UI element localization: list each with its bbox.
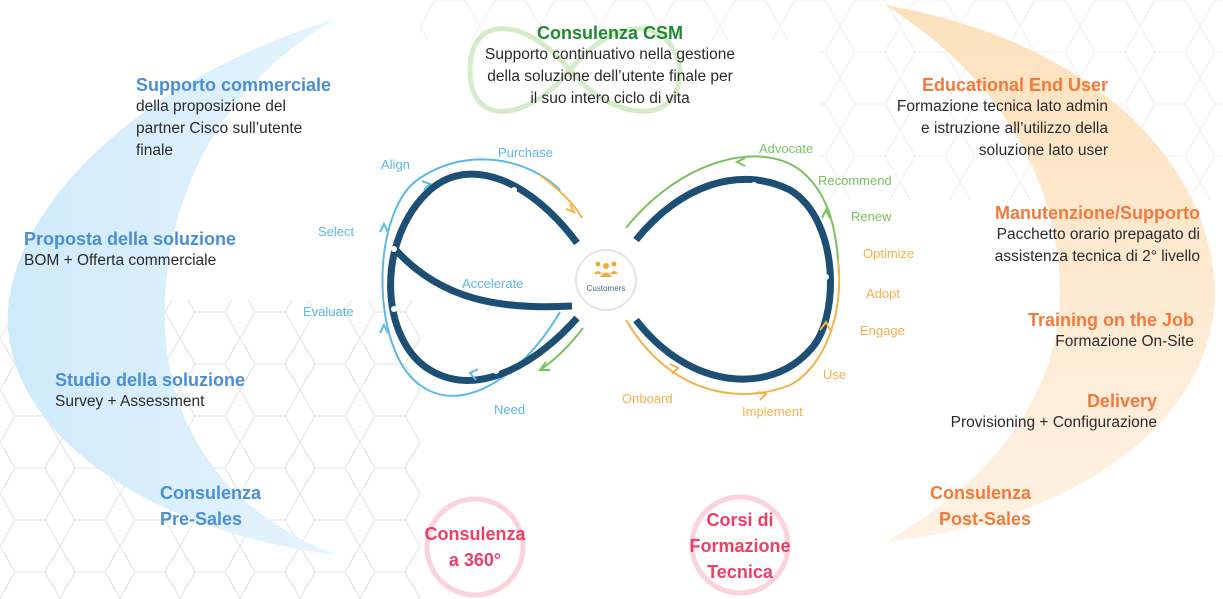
postsales-item: Manutenzione/Supporto Pacchetto orario p…: [995, 202, 1200, 268]
csm-line: della soluzione dell’utente finale per: [487, 68, 733, 85]
presales-item-title: Studio della soluzione: [55, 370, 246, 390]
postsales-item-line: e istruzione all’utilizzo della: [921, 120, 1108, 137]
left-outer-arc: [381, 158, 561, 397]
presales-item-line: partner Cisco sull’utente: [136, 120, 303, 137]
stage-label: Evaluate: [303, 304, 354, 319]
customers-hub: [575, 249, 637, 311]
presales-item-line: finale: [136, 142, 174, 159]
consulenza-360: Consulenza a 360°: [410, 521, 540, 573]
stage-label: Onboard: [622, 391, 673, 406]
lifecycle-loop: [379, 155, 841, 401]
csm-block: Consulenza CSM Supporto continuativo nel…: [440, 22, 780, 110]
stage-label: Use: [823, 367, 847, 382]
postsales-item: Educational End User Formazione tecnica …: [897, 74, 1108, 162]
stage-label: Renew: [851, 209, 892, 224]
postsales-label-line: Consulenza: [929, 483, 1031, 503]
presales-item-title: Proposta della soluzione: [24, 229, 237, 249]
people-icon: [594, 261, 618, 277]
consulenza-360-line: Consulenza: [424, 524, 526, 544]
postsales-item-title: Manutenzione/Supporto: [995, 203, 1200, 223]
presales-item: Proposta della soluzione BOM + Offerta c…: [24, 228, 236, 272]
consulenza-360-line: a 360°: [448, 550, 502, 570]
presales-label-line: Pre-Sales: [160, 509, 243, 529]
stage-label: Optimize: [863, 246, 915, 261]
presales-item: Supporto commerciale della proposizione …: [136, 74, 331, 162]
postsales-label-line: Post-Sales: [938, 509, 1031, 529]
right-orange-arc: [625, 259, 841, 395]
postsales-item-line: soluzione lato user: [978, 142, 1108, 159]
postsales-crescent: [885, 5, 1215, 542]
csm-infinity-icon: [467, 26, 683, 114]
presales-label: Consulenza Pre-Sales: [160, 480, 261, 532]
corsi-line: Tecnica: [707, 562, 773, 582]
stage-label: Purchase: [498, 145, 553, 160]
accelerate-track: [391, 245, 573, 311]
postsales-item-line: assistenza tecnica di 2° livello: [994, 248, 1200, 265]
need-arc: [539, 327, 584, 371]
postsales-item-line: Formazione On-Site: [1055, 333, 1194, 350]
stage-label: Adopt: [866, 286, 900, 301]
stage-label: Engage: [860, 323, 905, 338]
presales-item-line: Survey + Assessment: [55, 393, 205, 410]
postsales-item-title: Training on the Job: [1028, 310, 1194, 330]
stage-label: Select: [318, 224, 355, 239]
presales-crescent: [7, 18, 337, 555]
csm-line: il suo intero ciclo di vita: [530, 90, 690, 107]
postsales-item-title: Delivery: [1086, 391, 1157, 411]
csm-title: Consulenza CSM: [536, 23, 683, 43]
presales-item-line: BOM + Offerta commerciale: [24, 252, 217, 269]
customers-label: Customers: [586, 284, 626, 293]
postsales-item-line: Formazione tecnica lato admin: [896, 98, 1108, 115]
postsales-item: Delivery Provisioning + Configurazione: [951, 390, 1157, 434]
corsi-ring: [689, 494, 791, 596]
stage-label: Advocate: [759, 141, 814, 156]
postsales-item-line: Provisioning + Configurazione: [950, 414, 1157, 431]
stage-label: Recommend: [818, 173, 892, 188]
left-loop-track: [387, 170, 580, 384]
postsales-item-line: Pacchetto orario prepagato di: [996, 226, 1200, 243]
postsales-label: Consulenza Post-Sales: [930, 480, 1031, 532]
stage-label: Align: [381, 157, 410, 172]
right-green-arc: [625, 155, 839, 261]
stage-label: Accelerate: [462, 276, 524, 291]
presales-item: Studio della soluzione Survey + Assessme…: [55, 369, 245, 413]
postsales-item: Training on the Job Formazione On-Site: [1028, 309, 1194, 353]
right-loop-track: [633, 175, 834, 383]
presales-item-title: Supporto commerciale: [136, 75, 332, 95]
purchase-arc: [539, 174, 583, 219]
stage-label: Implement: [742, 404, 803, 419]
corsi-line: Corsi di: [706, 510, 774, 530]
consulenza-360-ring: [424, 496, 526, 598]
csm-line: Supporto continuativo nella gestione: [485, 46, 735, 63]
postsales-item-title: Educational End User: [921, 75, 1108, 95]
stage-label: Need: [494, 402, 526, 417]
presales-label-line: Consulenza: [160, 483, 262, 503]
presales-item-line: della proposizione del: [136, 98, 286, 115]
corsi-formazione: Corsi di Formazione Tecnica: [675, 507, 805, 585]
corsi-line: Formazione: [689, 536, 791, 556]
